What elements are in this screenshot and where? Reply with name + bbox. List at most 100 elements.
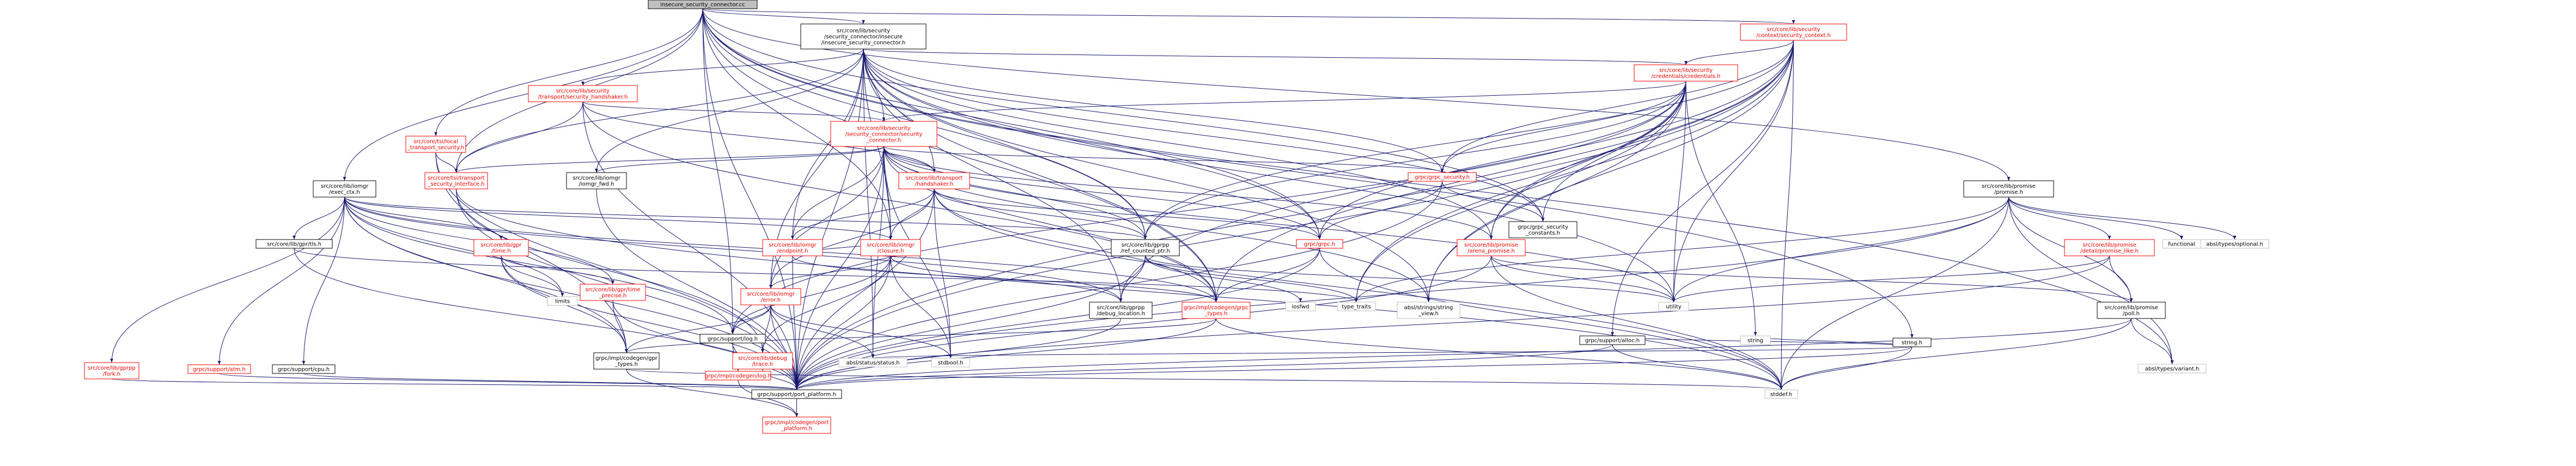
- edge-handshaker-to-port_platform: [795, 188, 935, 390]
- edge-credentials-to-grpc_sec_const: [1541, 81, 1686, 222]
- node-grpc_security[interactable]: grpc/grpc_security.h: [1408, 172, 1477, 182]
- node-iomgr_exec[interactable]: src/core/lib/iomgr/exec_ctx.h: [313, 180, 376, 198]
- node-gpr_log[interactable]: grpc/support/log.h: [699, 334, 766, 344]
- edge-promise_h-to-absl_optional: [2008, 197, 2237, 240]
- node-impl_port_platform[interactable]: grpc/impl/codegen/port_platform.h: [762, 416, 831, 434]
- edge-handshaker-to-impl_grpc_types: [934, 188, 1218, 303]
- node-debug_location[interactable]: src/core/lib/gprpp/debug_location.h: [1089, 302, 1153, 319]
- node-label-promise_h-1: /promise.h: [1994, 189, 2023, 195]
- node-gpr_alloc[interactable]: grpc/support/alloc.h: [1579, 335, 1646, 345]
- node-promise_h[interactable]: src/core/lib/promise/promise.h: [1963, 180, 2054, 198]
- node-label-promise_poll-1: /poll.h: [2123, 311, 2140, 317]
- node-box-string: [1740, 335, 1771, 345]
- node-arena_promise[interactable]: src/core/lib/promise/arena_promise.h: [1457, 239, 1526, 256]
- node-label-promise_like-0: src/core/lib/promise: [2082, 242, 2136, 248]
- node-iomgr_error[interactable]: src/core/lib/iomgr/error.h: [740, 288, 801, 305]
- node-promise_poll[interactable]: src/core/lib/promise/poll.h: [2097, 302, 2166, 319]
- edge-iomgr_exec-to-limits: [344, 197, 564, 297]
- node-box-grpc_security: [1408, 172, 1477, 182]
- edge-closure-to-iomgr_error: [769, 255, 891, 289]
- node-promise_like[interactable]: src/core/lib/promise/detail/promise_like…: [2064, 239, 2155, 256]
- node-sec_ctx[interactable]: src/core/lib/security/context/security_c…: [1740, 23, 1847, 41]
- edge-ref_counted_ptr-to-type_traits: [1145, 255, 1358, 303]
- node-ref_counted_ptr[interactable]: src/core/lib/gprpp/ref_counted_ptr.h: [1111, 239, 1180, 256]
- node-label-gpr_time_precise-1: _precise.h: [599, 293, 627, 299]
- node-credentials[interactable]: src/core/lib/security/credentials/creden…: [1634, 64, 1738, 82]
- node-gpr_time[interactable]: src/core/lib/gpr/time.h: [473, 239, 529, 256]
- node-string_h[interactable]: string.h: [1892, 338, 1932, 347]
- node-label-absl_optional-0: absl/types/optional.h: [2206, 242, 2263, 248]
- node-box-grpc_sec_const: [1508, 221, 1578, 238]
- node-local_ts[interactable]: src/core/tsi/local_transport_security.h: [405, 136, 466, 153]
- node-label-impl_grpc_types-0: grpc/impl/codegen/grpc: [1184, 305, 1249, 311]
- node-label-local_ts-1: _transport_security.h: [407, 145, 464, 151]
- node-label-sec_handshaker-1: /transport/security_handshaker.h: [538, 94, 628, 100]
- edge-sec_connector-to-transport_si: [454, 146, 884, 173]
- node-functional: functional: [2162, 239, 2201, 249]
- node-gpr_cpu[interactable]: grpc/support/cpu.h: [272, 364, 336, 374]
- edge-isc_h-to-credentials: [863, 48, 1688, 65]
- edge-credentials-to-port_platform: [795, 81, 1686, 390]
- edge-isc_h-to-arena_promise: [863, 48, 1493, 240]
- edge-iomgr_error-to-debug_trace: [761, 304, 771, 353]
- node-label-iomgr_exec-1: /exec_ctx.h: [329, 189, 360, 195]
- node-label-grpc_security-0: grpc/grpc_security.h: [1415, 175, 1470, 181]
- node-gpr_atm[interactable]: grpc/support/atm.h: [187, 364, 251, 374]
- node-label-string_view-1: _view.h: [1418, 311, 1439, 317]
- edge-iomgr_error-to-gpr_types: [625, 304, 771, 353]
- node-label-impl_port_platform-0: grpc/impl/codegen/port: [765, 420, 829, 426]
- node-port_platform[interactable]: grpc/support/port_platform.h: [751, 389, 842, 399]
- node-label-transport_si-0: src/core/tsi/transport: [428, 175, 485, 181]
- edge-gpr_cpu-to-port_platform: [303, 373, 798, 390]
- edge-ref_counted_ptr-to-port_platform: [795, 255, 1146, 390]
- edge-sec_ctx-to-port_platform: [795, 40, 1794, 390]
- edge-iomgr_fwd-to-port_platform: [596, 188, 799, 390]
- node-label-impl_grpc_types-1: _types.h: [1204, 311, 1227, 317]
- node-label-string-0: string: [1747, 338, 1763, 344]
- node-iomgr_fwd[interactable]: src/core/lib/iomgr/iomgr_fwd.h: [566, 172, 627, 189]
- node-absl_optional: absl/types/optional.h: [2200, 239, 2269, 249]
- node-label-sec_connector-0: src/core/lib/security: [857, 126, 910, 132]
- edge-sec_connector-to-endpoint: [791, 146, 884, 240]
- node-box-string_h: [1892, 338, 1932, 347]
- edge-iomgr_exec-to-gpr_atm: [217, 197, 345, 365]
- node-impl_log[interactable]: grpc/impl/codegen/log.h: [705, 371, 771, 381]
- edge-grpc_h-to-port_platform: [795, 248, 1320, 390]
- edge-root-to-local_ts: [434, 8, 703, 137]
- node-label-arena_promise-1: /arena_promise.h: [1467, 248, 1515, 254]
- node-transport_si[interactable]: src/core/tsi/transport_security_interfac…: [424, 172, 488, 189]
- node-box-debug_location: [1089, 302, 1153, 319]
- edge-promise_h-to-port_platform: [795, 197, 2009, 390]
- node-sec_handshaker[interactable]: src/core/lib/security/transport/security…: [528, 85, 638, 102]
- edge-transport_si-to-debug_trace: [456, 188, 764, 353]
- node-grpc_h[interactable]: grpc/grpc.h: [1296, 239, 1343, 249]
- node-endpoint[interactable]: src/core/lib/iomgr/endpoint.h: [762, 239, 823, 256]
- node-label-grpc_sec_const-0: grpc/grpc_security: [1518, 224, 1568, 230]
- node-label-debug_location-1: /debug_location.h: [1097, 311, 1145, 317]
- node-impl_grpc_types[interactable]: grpc/impl/codegen/grpc_types.h: [1182, 302, 1251, 319]
- edge-gpr_tls-to-port_platform: [294, 248, 799, 390]
- edge-isc_h-to-utility: [863, 48, 1676, 303]
- node-gprpp_fork[interactable]: src/core/lib/gprpp/fork.h: [84, 362, 139, 379]
- node-handshaker[interactable]: src/core/lib/transport/handshaker.h: [898, 172, 970, 189]
- edge-gpr_tls-to-type_traits: [294, 248, 1358, 303]
- node-label-stdbool-0: stdbool.h: [938, 360, 963, 366]
- node-sec_connector[interactable]: src/core/lib/security/security_connector…: [830, 121, 937, 147]
- edge-sec_handshaker-to-handshaker: [582, 101, 936, 173]
- node-box-gpr_types: [593, 352, 660, 370]
- node-isc_h[interactable]: src/core/lib/security/security_connector…: [800, 23, 927, 50]
- edge-gpr_alloc-to-port_platform: [795, 344, 1613, 390]
- node-gpr_types[interactable]: grpc/impl/codegen/gpr_types.h: [593, 352, 660, 370]
- node-box-handshaker: [898, 172, 970, 189]
- node-gpr_tls[interactable]: src/core/lib/gpr/tls.h: [255, 239, 333, 249]
- node-grpc_sec_const[interactable]: grpc/grpc_security_constants.h: [1508, 221, 1578, 238]
- node-gpr_time_precise[interactable]: src/core/lib/gpr/time_precise.h: [580, 284, 646, 301]
- node-debug_trace[interactable]: src/core/lib/debug/trace.h: [732, 352, 793, 370]
- edge-arena_promise-to-stddef: [1491, 255, 1783, 390]
- node-string: string: [1740, 335, 1771, 345]
- node-box-iomgr_error: [740, 288, 801, 305]
- node-closure[interactable]: src/core/lib/iomgr/closure.h: [860, 239, 921, 256]
- node-box-promise_like: [2064, 239, 2155, 256]
- node-box-sec_ctx: [1740, 23, 1847, 41]
- node-label-sec_handshaker-0: src/core/lib/security: [556, 88, 610, 94]
